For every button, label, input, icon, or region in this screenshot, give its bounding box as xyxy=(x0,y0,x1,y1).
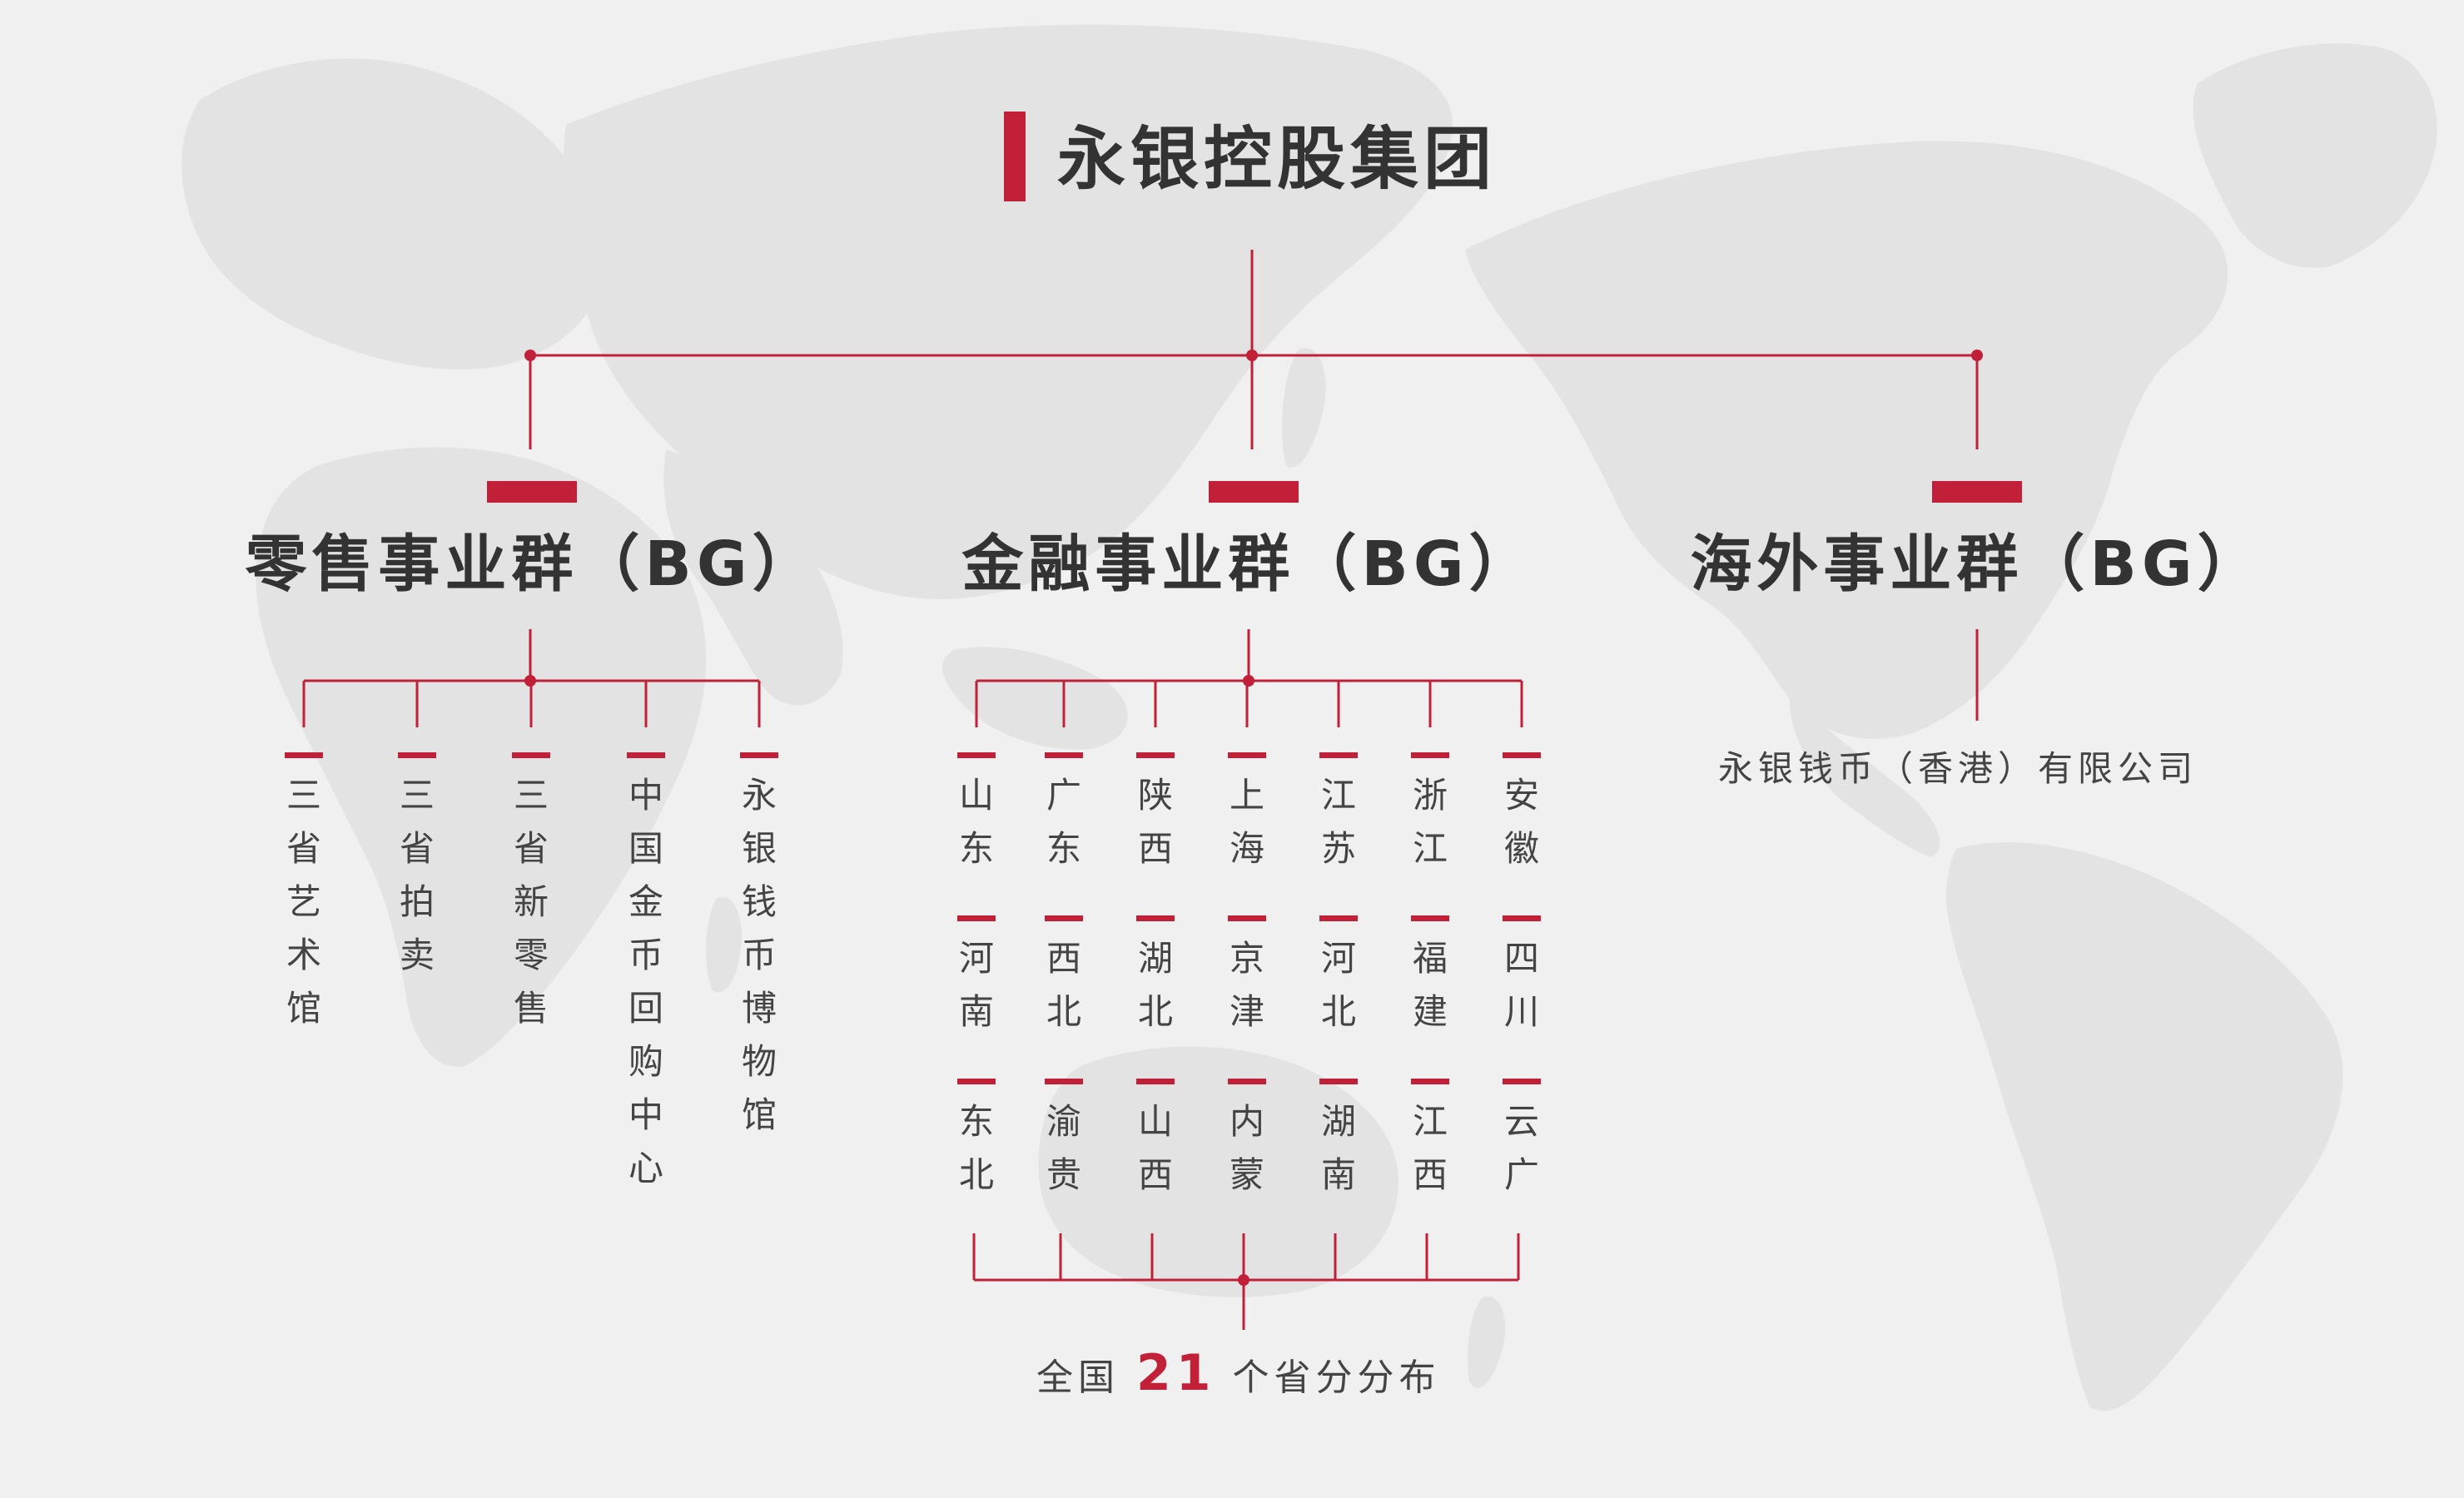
finance-region-bar xyxy=(1136,915,1175,921)
connector-dot xyxy=(1243,675,1254,687)
retail-accent-bar xyxy=(487,481,577,503)
finance-region-bar xyxy=(1411,915,1449,921)
overseas-subsidiary: 永银钱币（香港）有限公司 xyxy=(1718,748,2198,789)
finance-region: 山西 xyxy=(1137,1101,1173,1195)
finance-region: 河北 xyxy=(1320,938,1356,1032)
finance-region: 浙江 xyxy=(1412,775,1448,869)
finance-region: 西北 xyxy=(1046,938,1081,1032)
finance-region: 福建 xyxy=(1412,938,1448,1032)
finance-region-bar xyxy=(1411,752,1449,758)
finance-region: 东北 xyxy=(958,1101,994,1195)
finance-region: 安徽 xyxy=(1503,775,1539,869)
retail-child-bar xyxy=(627,752,665,758)
finance-region: 广东 xyxy=(1046,775,1081,869)
finance-region-bar xyxy=(1136,752,1175,758)
retail-child: 中国金币回购中心 xyxy=(628,775,663,1188)
finance-region: 湖北 xyxy=(1137,938,1173,1032)
overseas-group-title: 海外事业群（BG） xyxy=(1690,528,2264,600)
finance-region-bar xyxy=(1503,1079,1541,1084)
finance-region: 陕西 xyxy=(1137,775,1173,869)
retail-child-bar xyxy=(740,752,778,758)
root-title: 永银控股集团 xyxy=(1057,120,1498,199)
overseas-accent-bar xyxy=(1932,481,2022,503)
connector-dot xyxy=(1238,1274,1249,1286)
finance-region: 湖南 xyxy=(1320,1101,1356,1195)
finance-region-bar xyxy=(1319,1079,1358,1084)
finance-region-bar xyxy=(957,752,996,758)
finance-region-bar xyxy=(1228,915,1266,921)
finance-region-bar xyxy=(957,915,996,921)
root-accent-bar xyxy=(1004,112,1026,201)
finance-region: 京津 xyxy=(1229,938,1264,1032)
retail-child: 三省新零售 xyxy=(513,775,549,1029)
finance-region-bar xyxy=(1503,915,1541,921)
finance-accent-bar xyxy=(1209,481,1299,503)
finance-region-bar xyxy=(1228,752,1266,758)
finance-region: 江苏 xyxy=(1320,775,1356,869)
retail-child-bar xyxy=(398,752,436,758)
finance-group-title: 金融事业群（BG） xyxy=(961,528,1536,600)
finance-region: 四川 xyxy=(1503,938,1539,1032)
finance-region-bar xyxy=(1045,915,1083,921)
finance-region-bar xyxy=(1319,752,1358,758)
finance-region: 上海 xyxy=(1229,775,1264,869)
summary-number: 21 xyxy=(1136,1344,1216,1402)
finance-region-bar xyxy=(957,1079,996,1084)
summary-prefix: 全国 xyxy=(1036,1357,1120,1399)
finance-region-bar xyxy=(1319,915,1358,921)
finance-region-bar xyxy=(1045,1079,1083,1084)
summary-suffix: 个省分分布 xyxy=(1232,1357,1441,1399)
finance-region-bar xyxy=(1411,1079,1449,1084)
retail-child: 三省拍卖 xyxy=(399,775,435,975)
retail-child: 三省艺术馆 xyxy=(286,775,321,1029)
finance-summary: 全国 21 个省分分布 xyxy=(1036,1336,1441,1411)
finance-region-bar xyxy=(1503,752,1541,758)
finance-region-bar xyxy=(1228,1079,1266,1084)
finance-region-bar xyxy=(1045,752,1083,758)
retail-group-title: 零售事业群（BG） xyxy=(245,528,819,600)
retail-child-bar xyxy=(512,752,550,758)
finance-region: 山东 xyxy=(958,775,994,869)
retail-child: 永银钱币博物馆 xyxy=(741,775,777,1135)
finance-region: 内蒙 xyxy=(1229,1101,1264,1195)
finance-region: 渝贵 xyxy=(1046,1101,1081,1195)
retail-child-bar xyxy=(285,752,323,758)
finance-region: 河南 xyxy=(958,938,994,1032)
connector-dot xyxy=(1246,350,1258,361)
finance-region: 云广 xyxy=(1503,1101,1539,1195)
finance-region-bar xyxy=(1136,1079,1175,1084)
finance-region: 江西 xyxy=(1412,1101,1448,1195)
